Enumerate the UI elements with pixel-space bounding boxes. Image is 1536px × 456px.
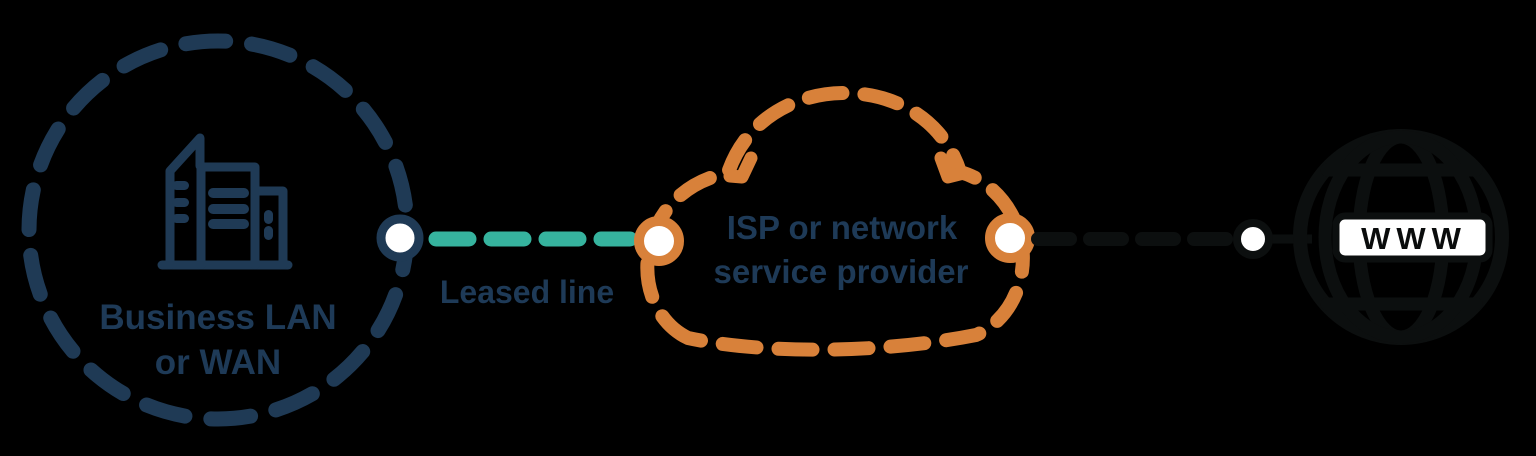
cloud-notch-right: [934, 151, 967, 184]
endpoint-node-cloud-right: [985, 213, 1035, 263]
building-windows: [172, 181, 273, 240]
cloud-notch-left: [723, 151, 758, 184]
leased-line-label: Leased line: [440, 274, 614, 310]
endpoint-node-cloud-left: [634, 216, 684, 266]
isp-label-line2: service provider: [714, 253, 969, 290]
endpoint-node-internet: [1233, 219, 1273, 259]
business-lan-label-line1: Business LAN: [99, 298, 336, 337]
endpoint-node-business: [376, 214, 424, 262]
www-badge: [1332, 212, 1493, 263]
isp-label-line1: ISP or network: [727, 209, 958, 246]
www-badge-label: WWW: [1361, 221, 1467, 256]
business-lan-label-line2: or WAN: [155, 343, 281, 382]
building-center-tower: [196, 162, 260, 270]
building-right-tower: [250, 186, 288, 270]
office-building-icon: [157, 133, 293, 270]
building-left-tower: [165, 133, 205, 270]
